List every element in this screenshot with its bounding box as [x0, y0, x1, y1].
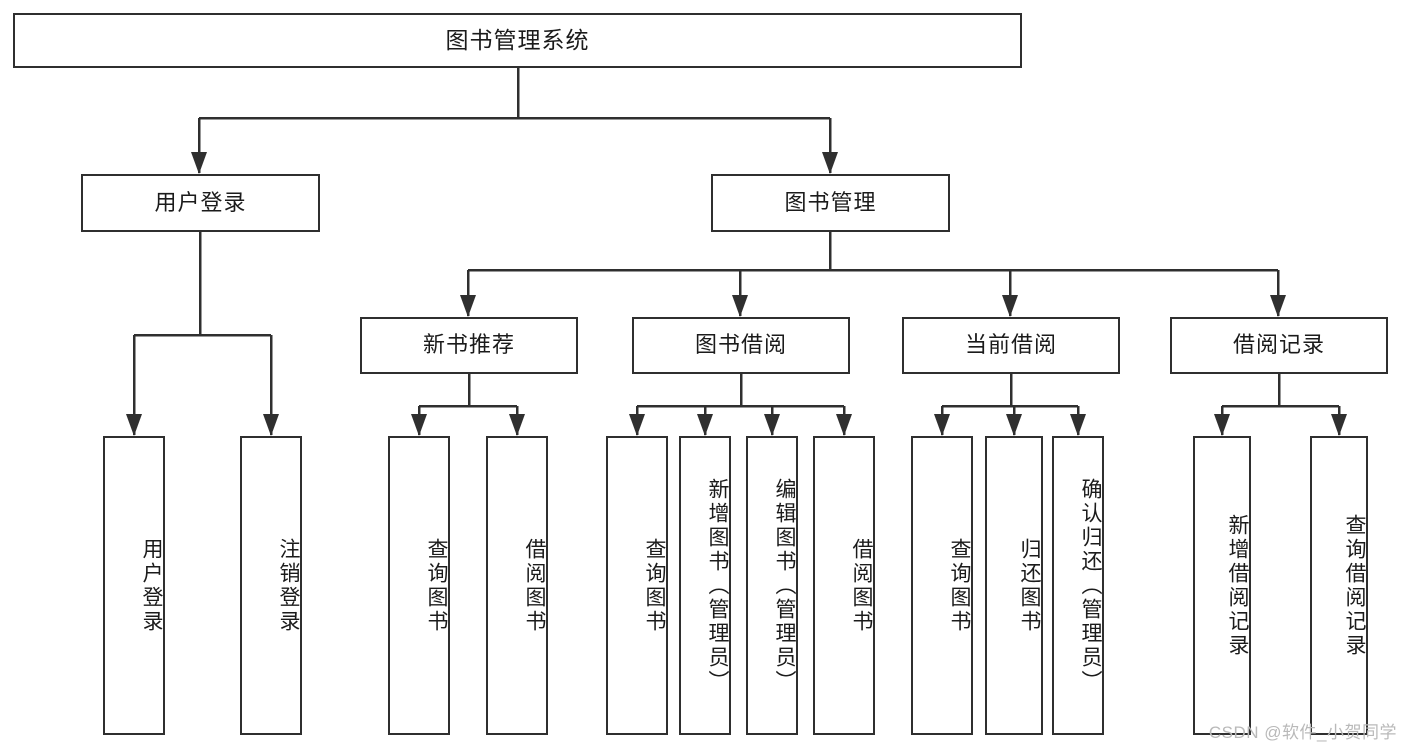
node-level2-current-borrow[interactable]: 当前借阅 — [902, 317, 1120, 374]
node-label: 借阅记录 — [1232, 332, 1325, 358]
node-label: 查询图书 — [948, 537, 971, 634]
node-label: 当前借阅 — [964, 332, 1057, 358]
node-leaf-leaf-borrow-book-rec[interactable]: 借阅图书 — [486, 436, 548, 735]
node-level2-borrow-records[interactable]: 借阅记录 — [1170, 317, 1388, 374]
node-level2-book-borrow[interactable]: 图书借阅 — [632, 317, 850, 374]
node-leaf-leaf-query-book-current[interactable]: 查询图书 — [911, 436, 973, 735]
node-leaf-leaf-user-login[interactable]: 用户登录 — [103, 436, 165, 735]
node-leaf-leaf-edit-book[interactable]: 编辑图书（管理员） — [746, 436, 798, 735]
node-label: 用户登录 — [154, 189, 247, 215]
node-label: 图书管理 — [784, 189, 877, 215]
node-label: 注销登录 — [277, 537, 300, 634]
node-level1-user-login[interactable]: 用户登录 — [81, 174, 320, 232]
watermark-text: CSDN @软件_小贺同学 — [1208, 723, 1397, 742]
node-label: 新增借阅记录 — [1226, 513, 1249, 658]
node-root-root[interactable]: 图书管理系统 — [13, 13, 1022, 68]
node-label: 查询图书 — [425, 537, 448, 634]
node-label: 新书推荐 — [422, 332, 515, 358]
node-label: 新增图书（管理员） — [706, 477, 729, 694]
node-leaf-leaf-query-borrow-record[interactable]: 查询借阅记录 — [1310, 436, 1368, 735]
node-label: 确认归还（管理员） — [1079, 477, 1102, 694]
node-label: 归还图书 — [1018, 537, 1041, 634]
node-label: 图书管理系统 — [445, 26, 590, 53]
node-leaf-leaf-return-book[interactable]: 归还图书 — [985, 436, 1043, 735]
node-leaf-leaf-borrow-book[interactable]: 借阅图书 — [813, 436, 875, 735]
node-label: 查询图书 — [643, 537, 666, 634]
node-leaf-leaf-query-book-rec[interactable]: 查询图书 — [388, 436, 450, 735]
node-label: 用户登录 — [140, 537, 163, 634]
node-leaf-leaf-logout[interactable]: 注销登录 — [240, 436, 302, 735]
node-leaf-leaf-query-book-borrow[interactable]: 查询图书 — [606, 436, 668, 735]
node-label: 借阅图书 — [523, 537, 546, 634]
node-label: 借阅图书 — [850, 537, 873, 634]
node-level2-new-book-recommend[interactable]: 新书推荐 — [360, 317, 578, 374]
node-leaf-leaf-confirm-return[interactable]: 确认归还（管理员） — [1052, 436, 1104, 735]
node-label: 图书借阅 — [694, 332, 787, 358]
node-label: 编辑图书（管理员） — [773, 477, 796, 694]
node-leaf-leaf-add-book[interactable]: 新增图书（管理员） — [679, 436, 731, 735]
node-leaf-leaf-add-borrow-record[interactable]: 新增借阅记录 — [1193, 436, 1251, 735]
node-level1-book-management[interactable]: 图书管理 — [711, 174, 950, 232]
node-label: 查询借阅记录 — [1343, 513, 1366, 658]
